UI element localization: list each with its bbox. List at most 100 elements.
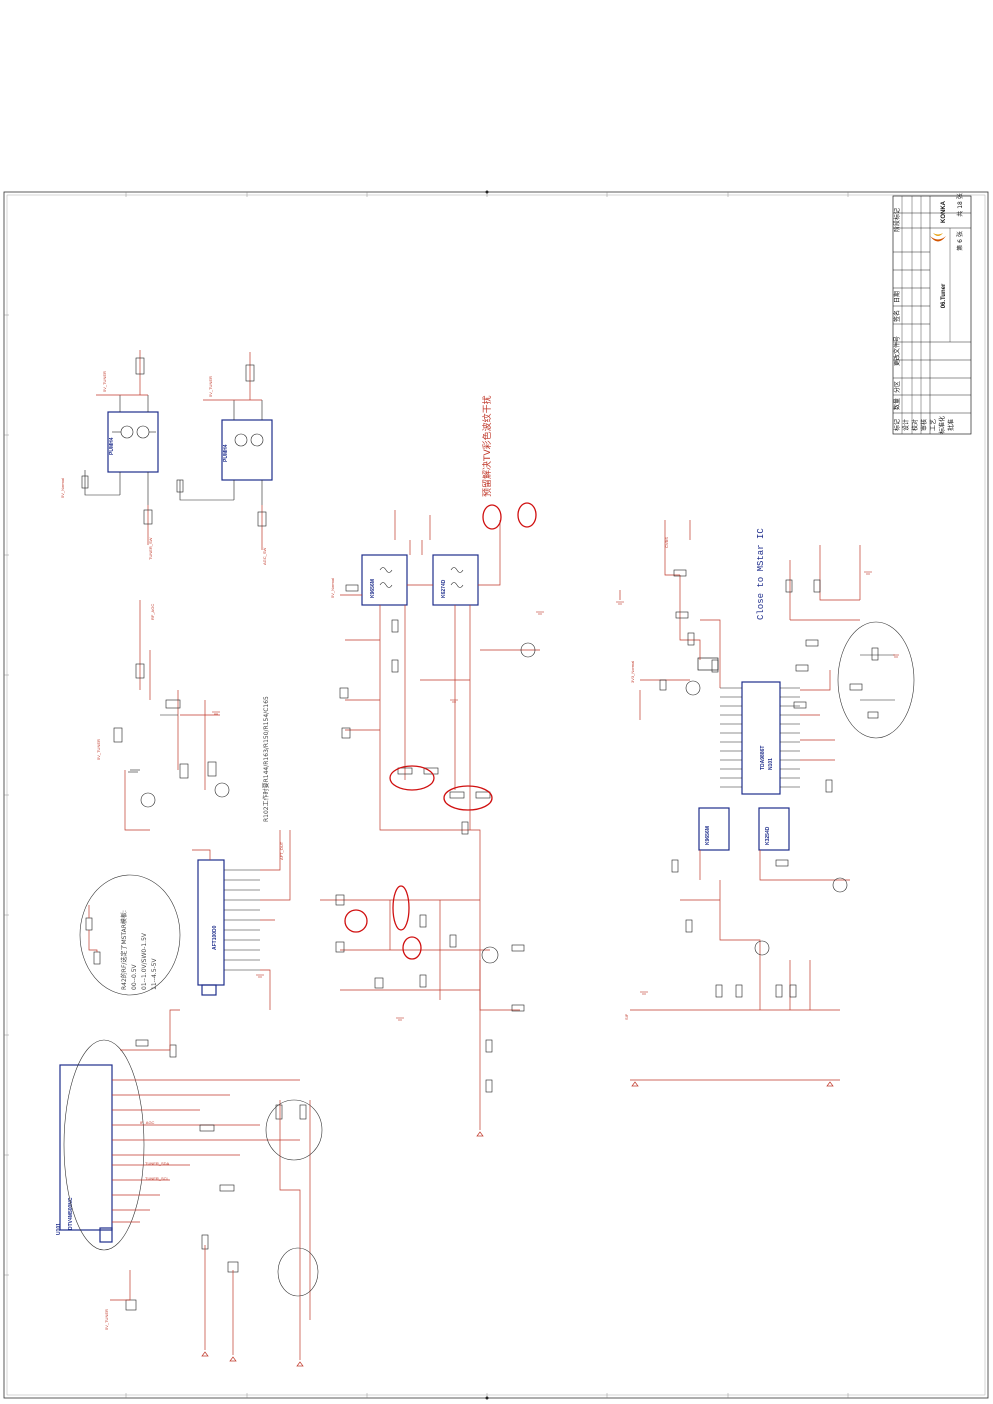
tuner-highlight bbox=[63, 1039, 145, 1251]
net-5v-tuner-1: 5V_TUNER bbox=[102, 371, 107, 392]
saw-filter-1-label: K9656M bbox=[370, 579, 376, 598]
remark-line: R102工作时要R144/R163/R150/R154/C165 bbox=[262, 696, 270, 822]
hl-r-center-2 bbox=[443, 785, 493, 811]
title-block-total: 共 18 张 bbox=[956, 193, 964, 216]
tuner-module bbox=[59, 1064, 113, 1231]
bubble-line-2: 00--0.5V bbox=[131, 963, 138, 990]
tuner-ref: U101 bbox=[56, 1223, 62, 1235]
center-mark-top bbox=[485, 190, 489, 194]
net-5v-tuner-4: 5V_TUNER bbox=[104, 1309, 109, 1330]
bubble-line-1: R42的RF/选定了MSTAR模板: bbox=[120, 910, 128, 990]
sub-saw-1-label: K9656M bbox=[705, 826, 711, 845]
saw-filter-2 bbox=[432, 554, 479, 606]
center-mark-bottom bbox=[485, 1396, 489, 1400]
wire-tl-1 bbox=[139, 350, 263, 550]
title-block-header-sign: 签名 bbox=[893, 310, 901, 322]
note-tv-ripple: 预留解决TV彩色波纹干扰 bbox=[481, 395, 493, 497]
right-circle-components bbox=[849, 647, 895, 719]
net-5v-tuner-2: 5V_TUNER bbox=[208, 376, 213, 397]
pumh4-2-label: PUMH4 bbox=[223, 444, 229, 462]
net-5v-tuner-3: 5V_TUNER bbox=[96, 739, 101, 760]
net-aft-out: AFT_OUT bbox=[279, 841, 284, 860]
title-block-header-qty: 数量 bbox=[893, 398, 901, 410]
center-wires-main bbox=[340, 510, 540, 1050]
ic-tda9886t bbox=[741, 681, 781, 795]
title-block-sheet: 第 6 张 bbox=[956, 231, 964, 251]
right-transistor-2 bbox=[832, 877, 848, 893]
aft-ic-label: AFT100D0 bbox=[212, 925, 218, 950]
net-cvbs: CVBS bbox=[664, 537, 669, 548]
title-block-company: KONKA bbox=[941, 200, 947, 223]
sub-saw-1 bbox=[698, 807, 730, 851]
right-wires bbox=[619, 520, 861, 1081]
sheet-frame bbox=[3, 191, 989, 1399]
ic-tda9886t-label: TDA9886T bbox=[760, 746, 766, 770]
title-block-process: 工艺 bbox=[929, 419, 937, 431]
saw-filter-2-label: K6274D bbox=[441, 579, 447, 598]
sub-saw-2-label: K3254D bbox=[765, 826, 771, 845]
hl-c-top-2 bbox=[517, 502, 537, 528]
rf-agc-section bbox=[113, 600, 230, 831]
pumh4-1-label: PUMH4 bbox=[109, 437, 115, 455]
saw-filter-1 bbox=[361, 554, 408, 606]
title-block-header-doc: 更改文件号 bbox=[893, 336, 901, 366]
title-block-approver: 批准 bbox=[947, 419, 955, 431]
konka-logo-icon bbox=[930, 233, 946, 242]
sub-saw-2 bbox=[758, 807, 790, 851]
r-highlight-2 bbox=[277, 1247, 319, 1297]
title-block-drawing-title: 06.Tuner bbox=[941, 283, 947, 308]
center-wires-rf bbox=[320, 899, 520, 1130]
center-transistor-2 bbox=[520, 642, 536, 658]
aft-ic-wires bbox=[192, 830, 291, 1010]
bottom-net-arrows bbox=[201, 1081, 834, 1367]
bubble-line-3: 01--1.0V/SW0-1.5V bbox=[141, 932, 148, 990]
title-block-reviewer: 审核 bbox=[920, 419, 928, 431]
net-tuner-sda: TUNER_SDA bbox=[145, 1161, 170, 1166]
right-transistor-3 bbox=[754, 940, 770, 956]
zone-ticks bbox=[4, 192, 849, 1398]
net-tuner-sw: TUNER_SW bbox=[148, 537, 153, 560]
hl-r-center-1 bbox=[389, 765, 435, 791]
title-block-checker: 校对 bbox=[911, 419, 919, 431]
saw-filter-internals bbox=[379, 567, 464, 588]
aft-ic-pins bbox=[224, 869, 260, 971]
title-block-grade: 阶段标记 bbox=[893, 208, 901, 232]
title-block-header-zone: 分区 bbox=[893, 381, 901, 393]
title-block-header-mark: 标记 bbox=[893, 419, 901, 431]
wire-tl-2 bbox=[84, 470, 234, 501]
tuner-passives bbox=[125, 1039, 307, 1311]
net-if-agc: IF_AGC bbox=[140, 1120, 155, 1125]
resistors-tl bbox=[81, 357, 267, 527]
bubble-inner-circuit bbox=[85, 905, 101, 965]
hl-r-center-5 bbox=[402, 936, 422, 960]
hl-c-top-1 bbox=[482, 504, 502, 530]
net-3v3-normal: 3V3_Normal bbox=[630, 661, 635, 683]
bubble-line-4: 11--4.5-5V bbox=[151, 958, 158, 990]
right-passives bbox=[659, 569, 833, 998]
title-block-standard: 标准化 bbox=[938, 416, 946, 434]
right-transistor-1 bbox=[685, 680, 701, 696]
net-tuner-scl: TUNER_SCL bbox=[145, 1176, 170, 1181]
sheet-border-inner bbox=[6, 194, 986, 1396]
pumh4-switch-2 bbox=[203, 399, 273, 505]
tuner-wires-2 bbox=[110, 1009, 311, 1360]
net-rf-agc: RF_AGC bbox=[150, 604, 155, 620]
note-close-to-mstar: Close to MStar IC bbox=[756, 528, 766, 620]
aft-ic-tab bbox=[201, 984, 217, 996]
ic-tda9886t-pins bbox=[720, 687, 800, 788]
pumh4-switch-1 bbox=[96, 394, 159, 505]
right-highlight-circle bbox=[837, 621, 915, 739]
aft-ic-body bbox=[197, 859, 225, 986]
annotation-bubble bbox=[79, 874, 181, 996]
hl-l-center-4 bbox=[392, 885, 410, 931]
title-block-designer: 设计 bbox=[902, 419, 910, 431]
center-transistor-1 bbox=[481, 946, 499, 964]
title-block bbox=[892, 195, 972, 435]
hl-c-center-3 bbox=[344, 909, 368, 933]
tuner-pins bbox=[112, 1079, 300, 1223]
net-agc-sw: AGC_SW bbox=[262, 547, 267, 565]
center-passives bbox=[335, 584, 525, 1093]
net-sif: SIF bbox=[624, 1013, 629, 1020]
tuner-label: DTV4M500NC bbox=[68, 1197, 74, 1230]
